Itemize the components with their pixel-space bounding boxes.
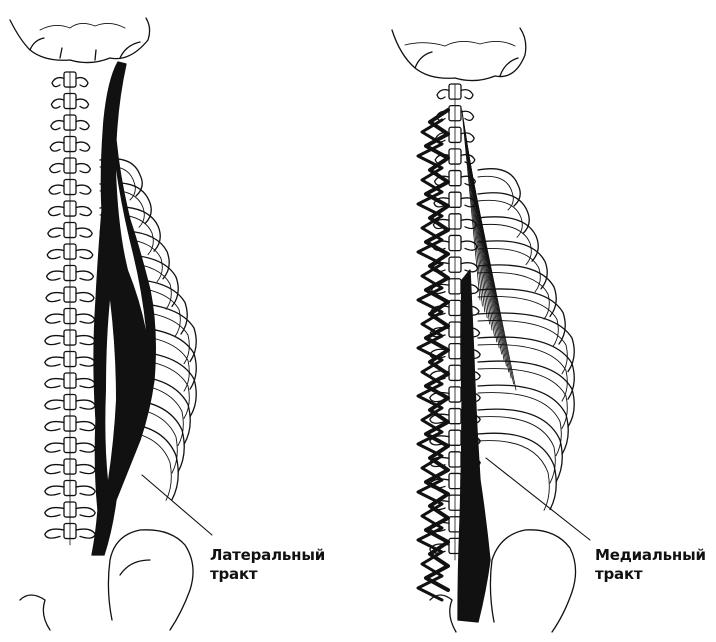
medial-tract-label: Медиальный тракт [595, 546, 706, 584]
right-figure [392, 28, 576, 632]
rib [478, 193, 529, 234]
medial-tract-muscle [458, 270, 490, 622]
left-figure [10, 18, 196, 630]
medial-tract-label-line1: Медиальный [595, 546, 706, 565]
lateral-tract-label-line1: Латеральный [210, 546, 325, 565]
left-skull-base [10, 18, 150, 63]
right-pelvis [430, 530, 576, 632]
right-ribcage [478, 169, 574, 511]
lateral-tract-muscle [92, 62, 155, 555]
right-skull-base [392, 28, 526, 81]
rib-inner [478, 369, 567, 429]
medial-tract-label-line2: тракт [595, 565, 706, 584]
lateral-tract-label-line2: тракт [210, 565, 325, 584]
medial-zigzag-muscle [418, 110, 448, 600]
left-spine [45, 72, 95, 545]
medial-pointer-line [486, 458, 590, 540]
lateral-tract-label: Латеральный тракт [210, 546, 325, 584]
